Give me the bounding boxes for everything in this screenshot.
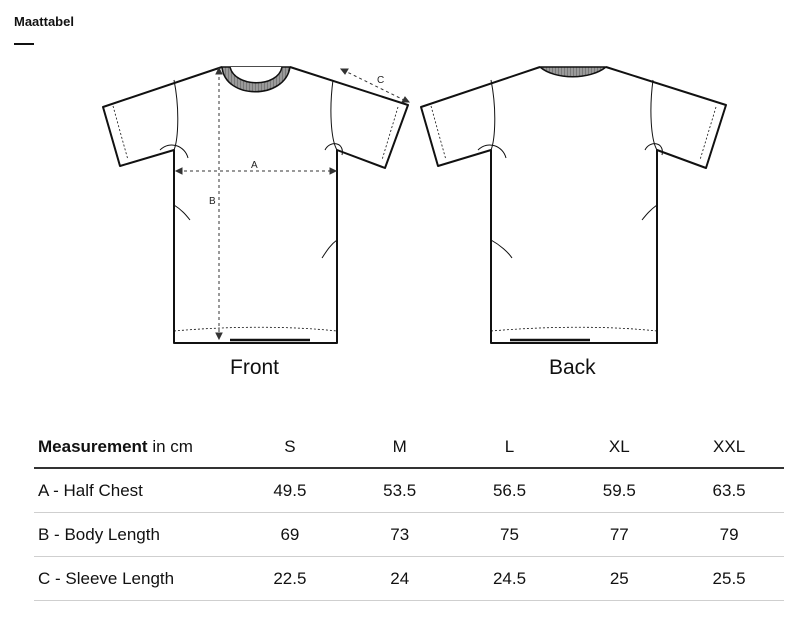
- table-cell: 24.5: [454, 556, 565, 601]
- table-cell: 22.5: [235, 556, 345, 601]
- table-cell: 63.5: [674, 468, 784, 513]
- row-label: B - Body Length: [34, 512, 235, 557]
- size-header: M: [344, 427, 455, 469]
- table-row: A - Half Chest 49.5 53.5 56.5 59.5 63.5: [34, 468, 784, 513]
- table-cell: 75: [454, 512, 565, 557]
- table-cell: 59.5: [564, 468, 675, 513]
- table-cell: 77: [564, 512, 675, 557]
- marker-c: C: [377, 75, 384, 86]
- table-cell: 49.5: [235, 468, 345, 513]
- measurement-header: Measurement in cm: [34, 427, 235, 469]
- table-row: B - Body Length 69 73 75 77 79: [34, 512, 784, 557]
- size-header: L: [454, 427, 565, 469]
- page-title: Maattabel: [14, 14, 74, 29]
- table-cell: 25.5: [674, 556, 784, 601]
- table-cell: 24: [344, 556, 455, 601]
- table-cell: 53.5: [344, 468, 455, 513]
- table-cell: 56.5: [454, 468, 565, 513]
- tshirt-diagram: A B C: [102, 66, 727, 344]
- measurement-header-unit: in cm: [147, 437, 193, 456]
- size-header: XXL: [674, 427, 784, 469]
- table-row: C - Sleeve Length 22.5 24 24.5 25 25.5: [34, 556, 784, 601]
- marker-b: B: [209, 196, 216, 207]
- table-cell: 25: [564, 556, 675, 601]
- back-shirt: [420, 66, 727, 344]
- measurement-lines: [174, 66, 411, 341]
- table-header-row: Measurement in cm S M L XL XXL: [34, 427, 784, 469]
- front-label: Front: [230, 356, 280, 379]
- measurement-header-bold: Measurement: [38, 437, 148, 456]
- size-table: Measurement in cm S M L XL XXL A - Half …: [34, 427, 784, 601]
- row-label: C - Sleeve Length: [34, 556, 235, 601]
- row-label: A - Half Chest: [34, 468, 235, 513]
- size-header: S: [235, 427, 345, 469]
- marker-a: A: [251, 160, 258, 171]
- table-cell: 69: [235, 512, 345, 557]
- back-label: Back: [549, 356, 596, 379]
- table-cell: 73: [344, 512, 455, 557]
- front-shirt: [102, 66, 409, 344]
- title-underline: [14, 43, 34, 45]
- size-header: XL: [564, 427, 675, 469]
- table-cell: 79: [674, 512, 784, 557]
